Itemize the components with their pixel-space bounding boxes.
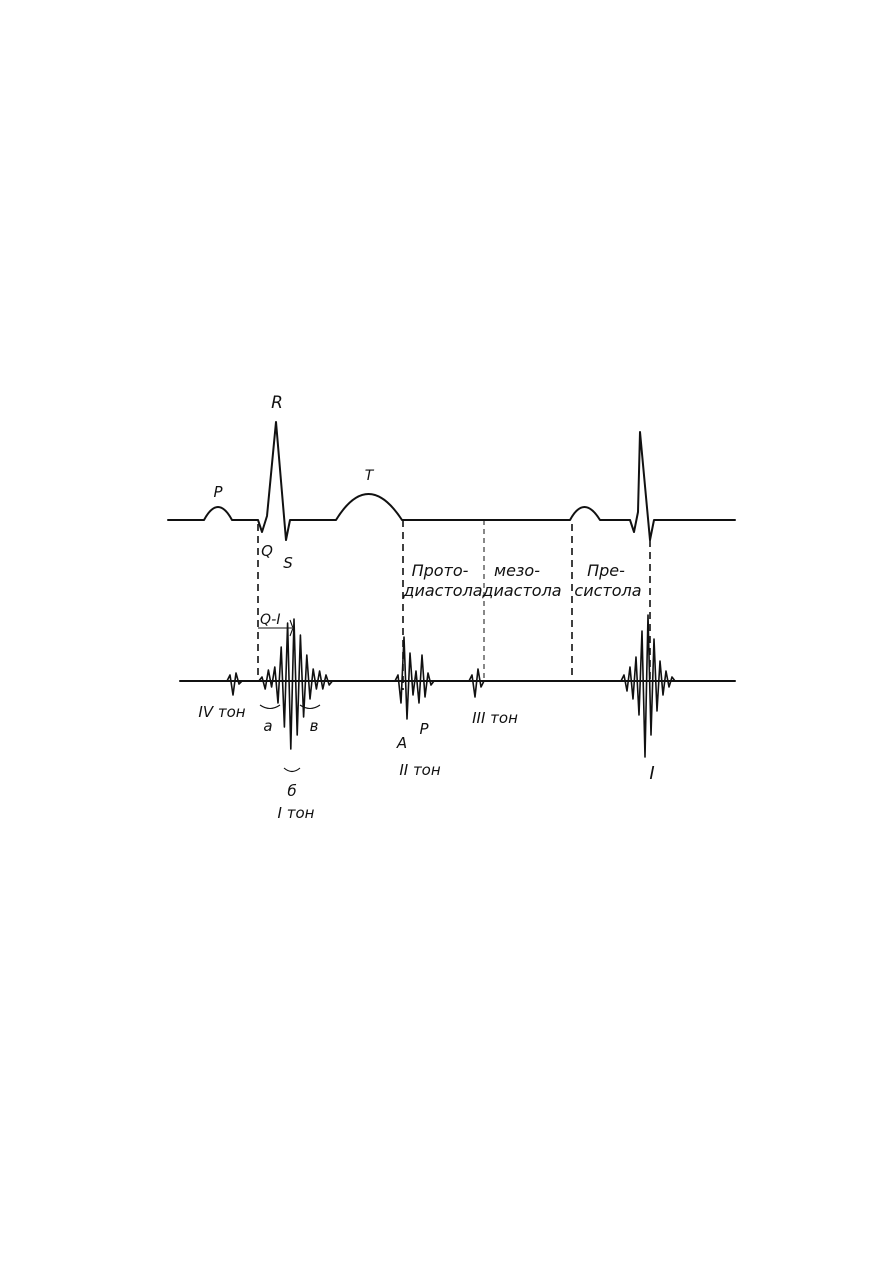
protodiastole-label-line2: диастола (402, 581, 482, 600)
r-wave-label: R (271, 393, 283, 413)
mesodiastole-label-line2: диастола (481, 581, 561, 600)
tone2-p-label: Р (419, 720, 429, 738)
t-wave-label: T (365, 468, 375, 484)
tone4-label: IV тон (198, 703, 245, 721)
bracket-v (299, 704, 321, 710)
tone3-oscillation (468, 668, 485, 698)
p-wave-label: P (213, 483, 223, 501)
tone2-oscillation (394, 636, 435, 720)
tone3-label: III тон (472, 709, 518, 727)
tone1-a-label: а (263, 717, 272, 735)
tone1-oscillation (258, 618, 334, 750)
ecg-trace (167, 421, 736, 541)
tone1-label: I тон (278, 804, 315, 822)
tone1-b-label: б (287, 782, 296, 800)
next-tone1-label: I (649, 763, 654, 784)
tone4-oscillation (226, 672, 243, 696)
s-wave-label: S (283, 554, 293, 572)
presystole-label-line1: Пре- (587, 561, 625, 580)
tone1-v-label: в (310, 717, 319, 735)
q-wave-label: Q (261, 542, 273, 560)
bracket-b (283, 767, 301, 773)
pcg-oscillations (226, 614, 676, 758)
mesodiastole-label-line1: мезо- (494, 561, 540, 580)
bracket-a (259, 704, 281, 710)
next-tone1-oscillation (620, 614, 676, 758)
protodiastole-label-line1: Прото- (412, 561, 469, 580)
q1-interval-label: Q-I (260, 612, 280, 628)
tone2-label: II тон (399, 761, 441, 779)
presystole-label-line2: систола (574, 581, 641, 600)
tone2-a-label: А (396, 734, 407, 752)
